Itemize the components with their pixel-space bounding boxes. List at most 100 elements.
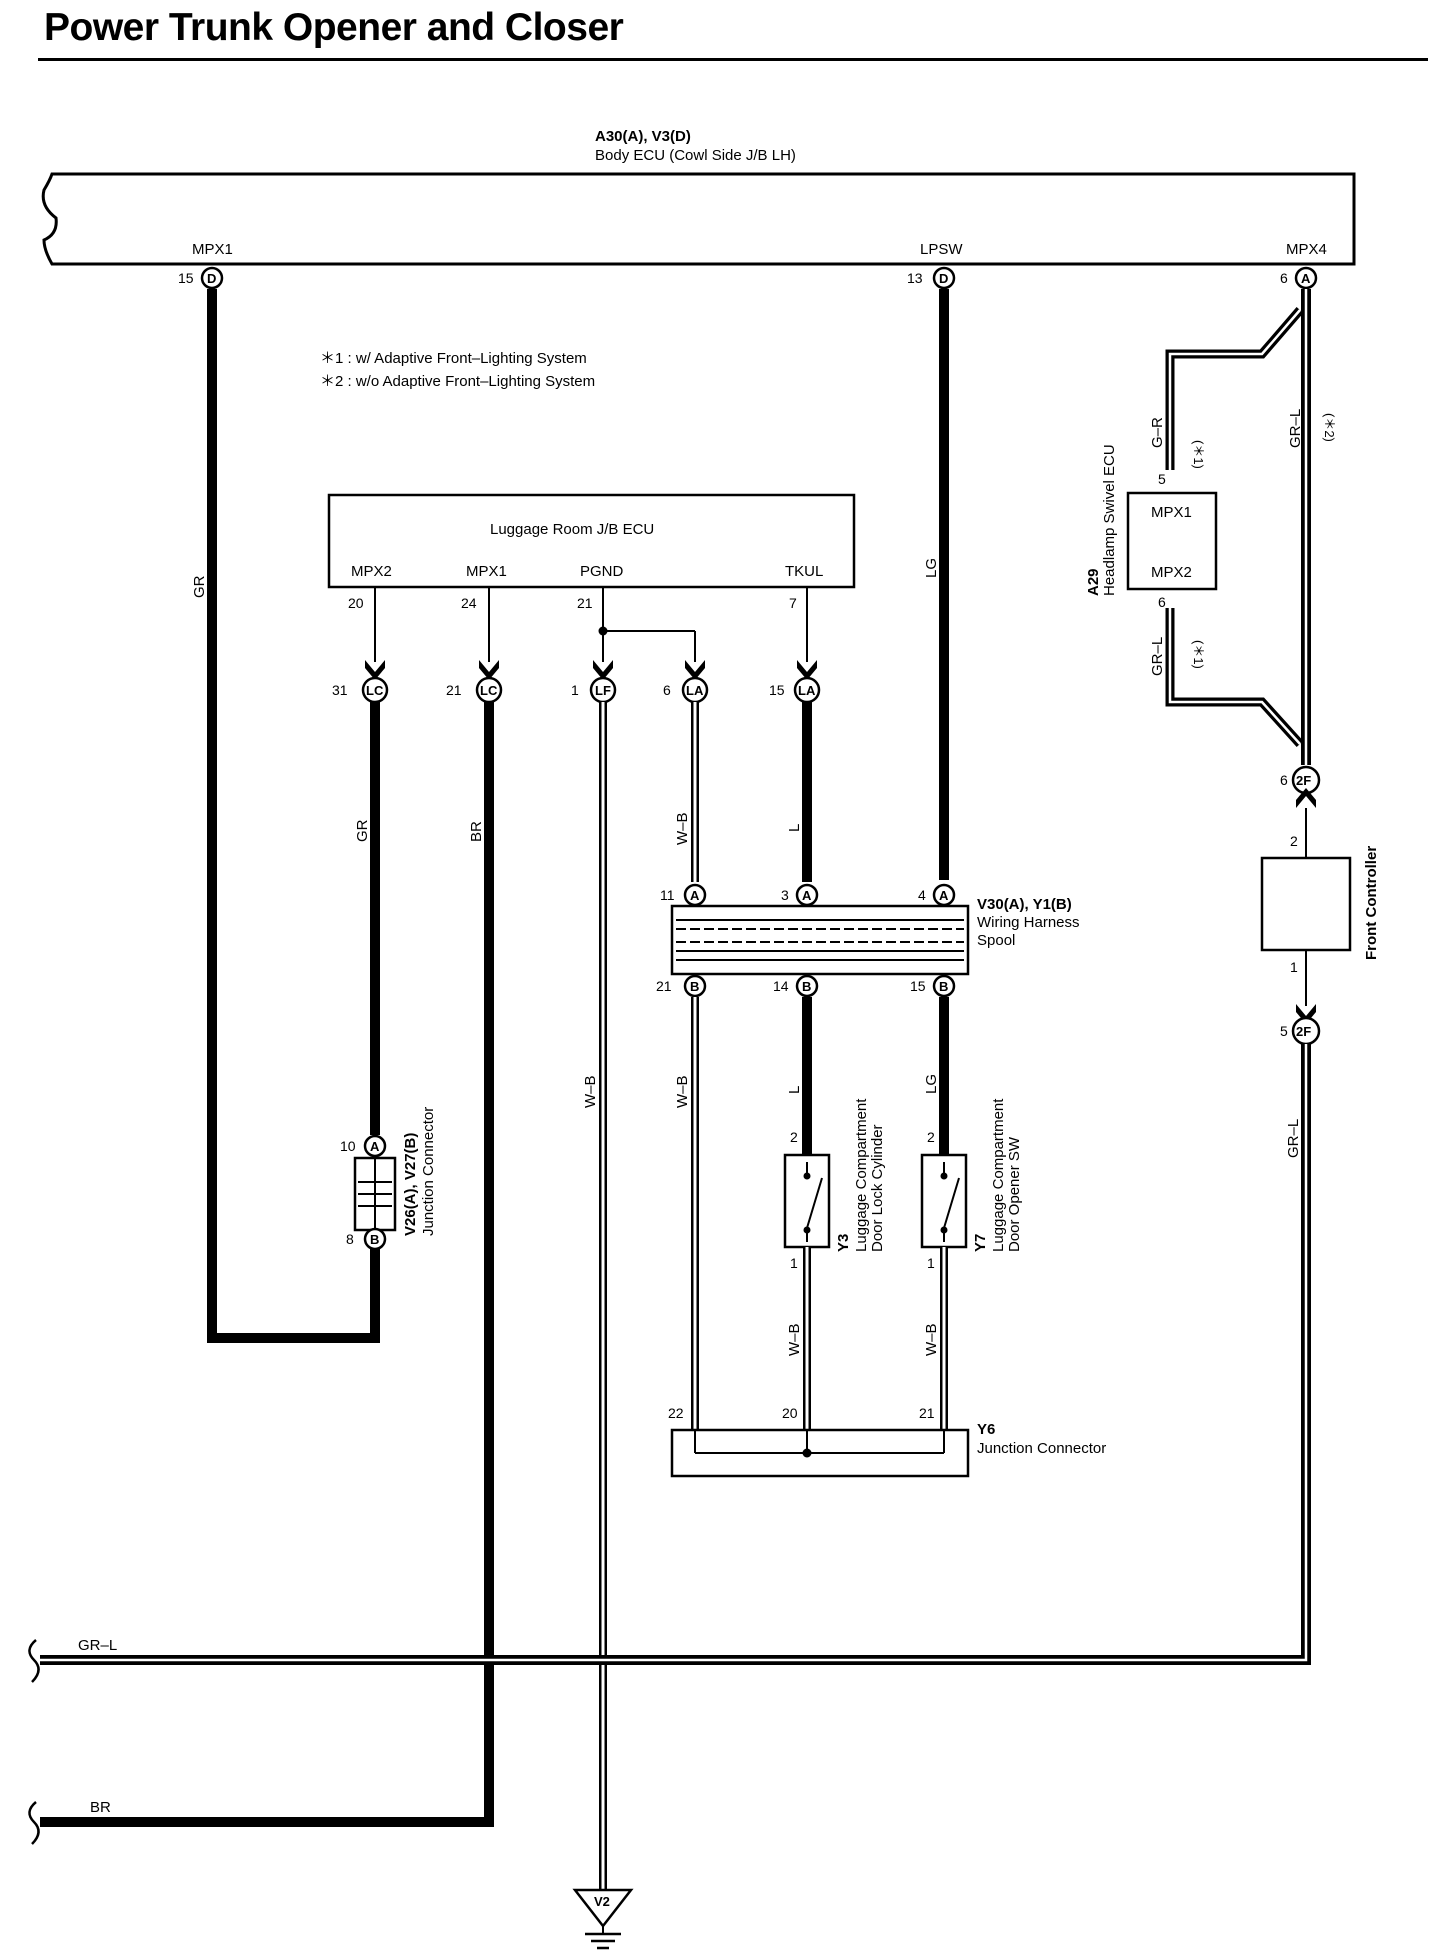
inline-connectors: 31 LC 21 LC 1 LF 6 LA 15 LA [332, 676, 821, 704]
ecu-leads [374, 587, 808, 662]
page-title: Power Trunk Opener and Closer [44, 6, 624, 49]
spool-conn-b-3: B [939, 979, 948, 994]
headlamp-term-mpx1: MPX1 [1151, 504, 1192, 521]
ground-code: V2 [594, 1894, 610, 1909]
spool-conn-b-1: B [690, 979, 699, 994]
v26-code: V26(A), V27(B) [402, 1133, 419, 1236]
spool-conn-a-2: A [802, 888, 812, 903]
wire-label-lg-main: LG [923, 558, 940, 578]
conn-2f-tag-2: 2F [1296, 1024, 1311, 1039]
conn-lc-1: LC [366, 683, 384, 698]
pin-15-d: 15 [178, 270, 194, 286]
body-ecu-codes: A30(A), V3(D) [595, 128, 691, 145]
body-ecu-term-mpx4: MPX4 [1286, 241, 1327, 258]
pin-6-a: 6 [1280, 270, 1288, 286]
headlamp-code: A29 [1085, 568, 1102, 596]
conn-2f-pin-5: 5 [1280, 1023, 1288, 1039]
note-2: ＊2 : w/o Adaptive Front–Lighting System [320, 373, 595, 390]
v26-conn-b: B [370, 1232, 379, 1247]
wire-label-wb-y3: W–B [786, 1323, 803, 1356]
note-1: ＊1 : w/ Adaptive Front–Lighting System [320, 350, 587, 367]
connector-2f-bottom: 5 2F [1280, 1004, 1321, 1046]
luggage-term-mpx1: MPX1 [466, 563, 507, 580]
conn-la-1: LA [686, 683, 704, 698]
bus-break-grl [28, 1639, 40, 1683]
y6-pin-21: 21 [919, 1405, 935, 1421]
splice-pgnd [598, 626, 608, 636]
spool-conn-a-1: A [690, 888, 700, 903]
pin-20: 20 [348, 595, 364, 611]
pin-21: 21 [577, 595, 593, 611]
conn-a-mpx4: A [1301, 271, 1311, 286]
conn-2f-tag-1: 2F [1296, 773, 1311, 788]
y7-pin-1: 1 [927, 1255, 935, 1271]
wire-note1-b: (＊1) [1191, 640, 1206, 669]
wire-br [40, 702, 494, 1827]
body-ecu-term-lpsw: LPSW [920, 241, 963, 258]
front-controller: 2 1 Front Controller [1260, 833, 1380, 975]
wire-label-gr-lc: GR [354, 819, 371, 842]
ground-v2: V2 [572, 1888, 634, 1950]
pin-15-la: 15 [769, 682, 785, 698]
wire-label-l-spool: L [786, 1086, 803, 1094]
wire-grl-mpx2 [1165, 608, 1304, 748]
spool-code: V30(A), Y1(B) [977, 896, 1072, 913]
y6-pin-20: 20 [782, 1405, 798, 1421]
y6-name: Junction Connector [977, 1440, 1106, 1457]
y7-name-2: Door Opener SW [1006, 1136, 1023, 1252]
wire-label-grl-mpx2: GR–L [1149, 637, 1166, 676]
bus-label-br: BR [90, 1799, 111, 1816]
conn-d-mpx1: D [207, 271, 216, 286]
v26-pin-10: 10 [340, 1138, 356, 1154]
spool-name-1: Wiring Harness [977, 914, 1080, 931]
pin-6-la: 6 [663, 682, 671, 698]
luggage-term-tkul: TKUL [785, 563, 823, 580]
pin-13-d: 13 [907, 270, 923, 286]
pin-7: 7 [789, 595, 797, 611]
junction-connector-y6: 22 20 21 Y6 Junction Connector [668, 1405, 1106, 1478]
pin-21-lc: 21 [446, 682, 462, 698]
conn-lf: LF [595, 683, 611, 698]
conn-d-lpsw: D [939, 271, 948, 286]
junction-connector-v26: 10 A 8 B V26(A), V27(B) Junction Connect… [340, 1107, 437, 1251]
conn-lc-2: LC [480, 683, 498, 698]
luggage-ecu-name: Luggage Room J/B ECU [490, 521, 654, 538]
conn-2f-pin-6: 6 [1280, 772, 1288, 788]
inline-arrows [365, 660, 817, 680]
spool-conn-b-2: B [802, 979, 811, 994]
y6-code: Y6 [977, 1421, 995, 1438]
wire-gr-note1 [1165, 307, 1304, 470]
spool-conn-a-3: A [939, 888, 949, 903]
bus-label-grl: GR–L [78, 1637, 117, 1654]
switch-y7: 2 1 Y7 Luggage Compartment Door Opener S… [920, 1098, 1023, 1271]
wire-label-wb-la: W–B [674, 812, 691, 845]
wiring-harness-spool: 11 A 3 A 4 A 21 B 14 B 15 B V30(A), Y1(B… [656, 883, 1080, 998]
fc-name: Front Controller [1363, 846, 1380, 960]
y3-name-1: Luggage Compartment [853, 1098, 870, 1252]
y3-code: Y3 [835, 1234, 852, 1252]
wire-label-grl-fc: GR–L [1285, 1119, 1302, 1158]
spool-pin-21: 21 [656, 978, 672, 994]
wire-label-wb-spool: W–B [674, 1075, 691, 1108]
wire-label-l-la: L [786, 824, 803, 832]
luggage-term-pgnd: PGND [580, 563, 624, 580]
wire-label-gr-main: GR [191, 575, 208, 598]
title-divider [38, 58, 1428, 61]
v26-name: Junction Connector [420, 1107, 437, 1236]
pin-1-lf: 1 [571, 682, 579, 698]
wire-label-lg-spool: LG [923, 1074, 940, 1094]
conn-la-2: LA [798, 683, 816, 698]
wire-note2: (＊2) [1322, 413, 1337, 442]
v26-conn-a: A [370, 1139, 380, 1154]
spool-pin-3: 3 [781, 887, 789, 903]
headlamp-pin-5: 5 [1158, 471, 1166, 487]
body-ecu: A30(A), V3(D) Body ECU (Cowl Side J/B LH… [41, 128, 1356, 290]
y7-code: Y7 [972, 1234, 989, 1252]
headlamp-term-mpx2: MPX2 [1151, 564, 1192, 581]
y3-pin-2: 2 [790, 1129, 798, 1145]
wire-label-grl-note2: GR–L [1287, 409, 1304, 448]
y6-pin-22: 22 [668, 1405, 684, 1421]
y7-name-1: Luggage Compartment [990, 1098, 1007, 1252]
switch-y3: 2 1 Y3 Luggage Compartment Door Lock Cyl… [783, 1098, 886, 1271]
y3-pin-1: 1 [790, 1255, 798, 1271]
